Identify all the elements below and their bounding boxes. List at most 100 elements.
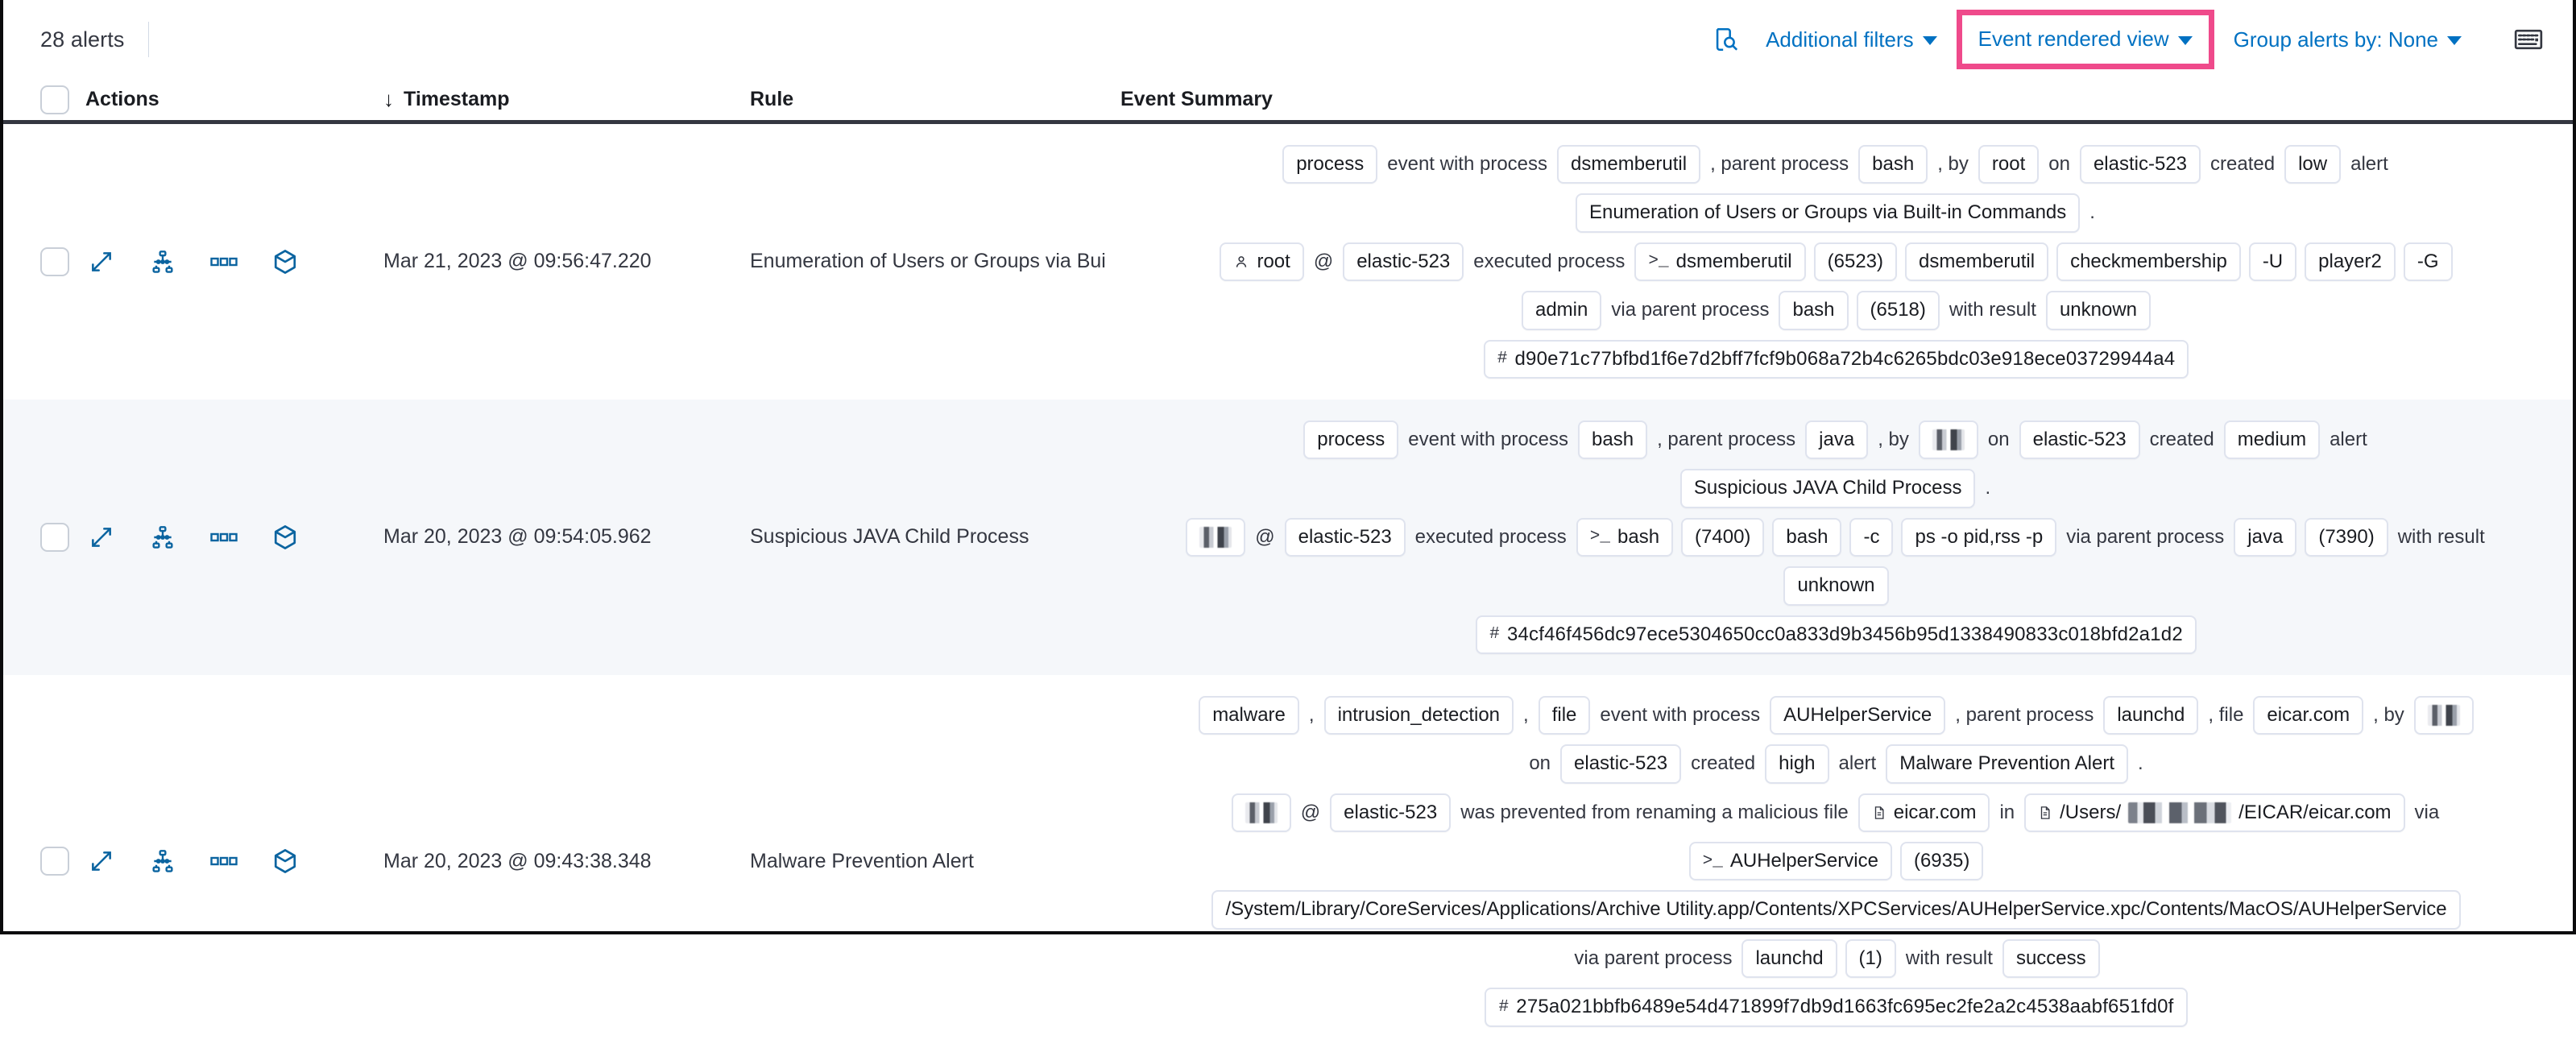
summary-chip[interactable]: (1): [1845, 938, 1896, 979]
summary-chip[interactable]: -U: [2248, 242, 2297, 282]
summary-chip[interactable]: process: [1282, 145, 1378, 184]
more-actions-icon[interactable]: [208, 246, 240, 278]
summary-chip[interactable]: java: [2234, 517, 2297, 557]
summary-chip[interactable]: medium: [2223, 420, 2321, 460]
analyze-event-icon[interactable]: [147, 521, 179, 553]
chip-label: 34cf46f456dc97ece5304650cc0a833d9b3456b9…: [1506, 623, 2183, 645]
chip-label: elastic-523: [1574, 752, 1668, 775]
inspect-search-icon[interactable]: [1708, 22, 1743, 57]
summary-chip[interactable]: low: [2284, 145, 2342, 184]
event-rendered-view-button[interactable]: Event rendered view: [1978, 27, 2193, 52]
summary-chip[interactable]: java: [1805, 420, 1869, 460]
redacted-user-chip[interactable]: [1186, 517, 1246, 557]
analyze-event-icon[interactable]: [147, 246, 179, 278]
event-hash-chip[interactable]: #275a021bbfb6489e54d471899f7db9d1663fc69…: [1485, 988, 2188, 1027]
summary-chip[interactable]: -c: [1849, 517, 1894, 557]
summary-chip[interactable]: Malware Prevention Alert: [1886, 744, 2128, 784]
summary-chip[interactable]: (6935): [1899, 842, 1984, 881]
row-select-checkbox[interactable]: [40, 847, 69, 876]
column-header-actions[interactable]: Actions: [85, 88, 159, 110]
chip-label: dsmemberutil: [1675, 250, 1792, 272]
summary-chip[interactable]: bash: [1858, 145, 1928, 184]
summary-chip[interactable]: root: [1978, 145, 2040, 184]
summary-text: created: [2149, 428, 2214, 450]
summary-chip[interactable]: (6523): [1813, 242, 1898, 282]
more-actions-icon[interactable]: [208, 521, 240, 553]
session-view-icon[interactable]: [269, 521, 301, 553]
summary-chip[interactable]: (6518): [1856, 291, 1940, 330]
session-view-icon[interactable]: [269, 845, 301, 877]
column-header-timestamp[interactable]: ↓ Timestamp: [383, 87, 750, 112]
summary-chip[interactable]: launchd: [1741, 938, 1837, 979]
chip-label: (7400): [1695, 525, 1751, 548]
summary-chip[interactable]: launchd: [2103, 695, 2199, 735]
event-hash-chip[interactable]: #d90e71c77bfbd1f6e7d2bff7fcf9b068a72b4c6…: [1483, 339, 2189, 379]
summary-chip[interactable]: player2: [2305, 242, 2396, 282]
more-actions-icon[interactable]: [208, 845, 240, 877]
summary-chip[interactable]: admin: [1521, 291, 1602, 330]
summary-chip[interactable]: elastic-523: [1343, 242, 1464, 282]
summary-chip[interactable]: Suspicious JAVA Child Process: [1679, 469, 1976, 508]
summary-text: event with process: [1600, 703, 1761, 726]
expand-details-icon[interactable]: [85, 246, 118, 278]
summary-chip[interactable]: dsmemberutil: [1905, 242, 2049, 282]
summary-chip[interactable]: bash: [1779, 291, 1849, 330]
redacted-user-chip[interactable]: [1918, 420, 1978, 460]
summary-chip[interactable]: elastic-523: [2079, 145, 2201, 184]
process-chip[interactable]: >_dsmemberutil: [1634, 242, 1806, 282]
summary-chip[interactable]: elastic-523: [1560, 744, 1682, 784]
expand-details-icon[interactable]: [85, 845, 118, 877]
summary-chip[interactable]: Enumeration of Users or Groups via Built…: [1576, 193, 2081, 233]
summary-chip[interactable]: intrusion_detection: [1323, 695, 1514, 735]
chip-label: elastic-523: [1356, 250, 1451, 272]
summary-chip[interactable]: /System/Library/CoreServices/Application…: [1211, 890, 2461, 930]
summary-chip[interactable]: dsmemberutil: [1557, 145, 1701, 184]
additional-filters-button[interactable]: Additional filters: [1751, 19, 1952, 60]
row-select-checkbox[interactable]: [40, 246, 69, 276]
summary-chip[interactable]: checkmembership: [2056, 242, 2241, 282]
summary-line: unknown: [1783, 566, 1889, 606]
redacted-user-chip[interactable]: [2413, 696, 2474, 735]
row-select-checkbox[interactable]: [40, 522, 69, 552]
summary-chip[interactable]: bash: [1772, 517, 1842, 557]
summary-chip[interactable]: elastic-523: [1330, 793, 1452, 833]
summary-chip[interactable]: unknown: [2045, 291, 2151, 330]
summary-chip[interactable]: process: [1303, 420, 1399, 460]
summary-chip[interactable]: success: [2002, 938, 2100, 979]
process-chip[interactable]: >_AUHelperService: [1688, 842, 1892, 881]
user-chip[interactable]: root: [1220, 242, 1304, 282]
column-header-rule[interactable]: Rule: [750, 88, 794, 110]
summary-chip[interactable]: ps -o pid,rss -p: [1901, 517, 2057, 557]
table-row[interactable]: Mar 20, 2023 @ 09:54:05.962 Suspicious JA…: [0, 399, 2576, 675]
summary-chip[interactable]: high: [1765, 744, 1829, 784]
file-chip[interactable]: /Users//EICAR/eicar.com: [2024, 793, 2405, 833]
summary-chip[interactable]: (7390): [2305, 517, 2388, 557]
event-hash-chip[interactable]: #34cf46f456dc97ece5304650cc0a833d9b3456b…: [1476, 615, 2197, 654]
redacted-user-chip[interactable]: [1231, 793, 1291, 832]
summary-chip[interactable]: elastic-523: [1284, 517, 1406, 557]
row-timestamp-cell: Mar 20, 2023 @ 09:54:05.962: [383, 400, 750, 675]
session-view-icon[interactable]: [269, 246, 301, 278]
group-alerts-by-button[interactable]: Group alerts by: None: [2219, 19, 2476, 60]
column-header-event-summary[interactable]: Event Summary: [1120, 88, 1273, 110]
file-chip[interactable]: eicar.com: [1857, 793, 1990, 833]
summary-chip[interactable]: malware: [1199, 695, 1299, 735]
summary-chip[interactable]: -G: [2403, 242, 2453, 282]
analyze-event-icon[interactable]: [147, 845, 179, 877]
chip-label: Malware Prevention Alert: [1899, 752, 2114, 775]
summary-chip[interactable]: AUHelperService: [1770, 695, 1946, 735]
process-chip[interactable]: >_bash: [1576, 517, 1674, 557]
summary-chip[interactable]: bash: [1578, 420, 1648, 460]
expand-details-icon[interactable]: [85, 521, 118, 553]
chip-label-suffix: /EICAR/eicar.com: [2238, 801, 2392, 823]
summary-chip[interactable]: eicar.com: [2253, 695, 2364, 735]
summary-chip[interactable]: (7400): [1681, 517, 1765, 557]
keyboard-shortcuts-icon[interactable]: [2512, 23, 2545, 56]
summary-chip[interactable]: file: [1538, 695, 1591, 735]
select-all-checkbox[interactable]: [40, 85, 69, 114]
summary-chip[interactable]: unknown: [1783, 566, 1889, 606]
summary-chip[interactable]: elastic-523: [2019, 420, 2140, 460]
